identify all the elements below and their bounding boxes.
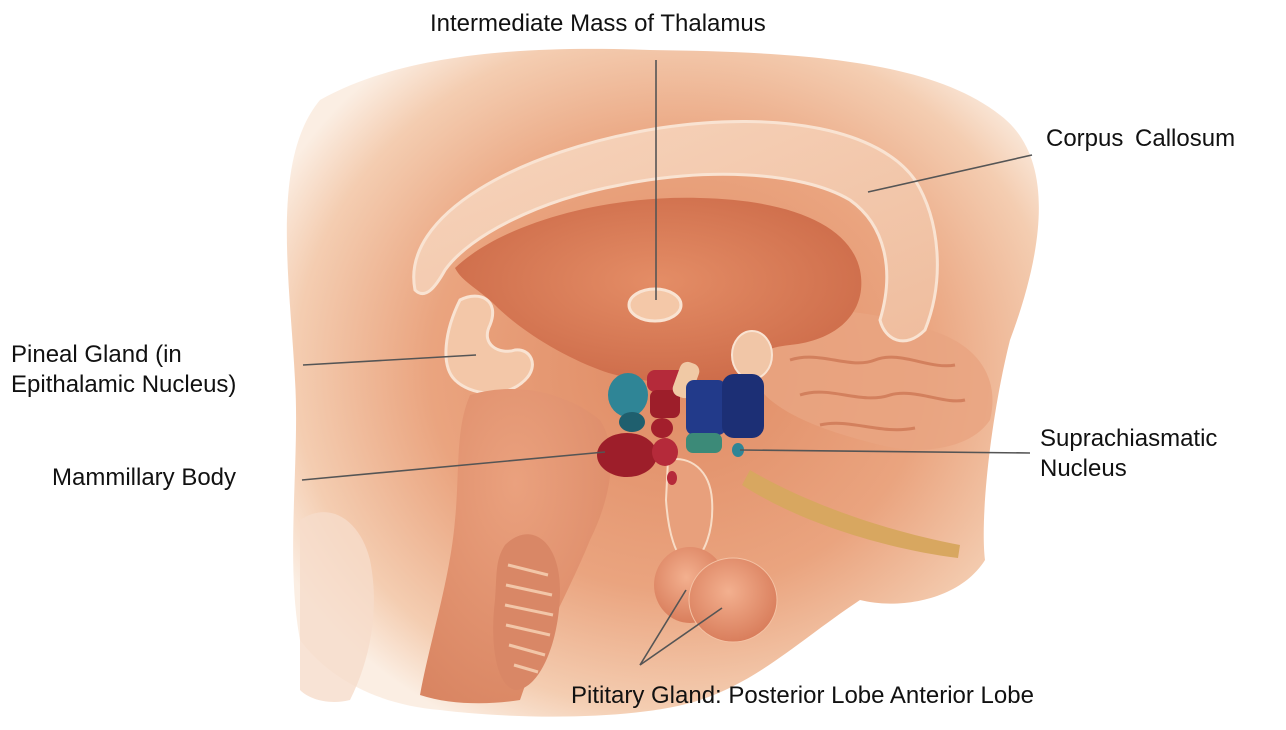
label-mammillary-body: Mammillary Body xyxy=(52,463,236,493)
mammillary-small xyxy=(652,438,678,466)
nucleus-tiny-red xyxy=(667,471,677,485)
label-suprachiasmatic-line2: Nucleus xyxy=(1040,454,1217,484)
nucleus-blue-right xyxy=(722,374,764,438)
pituitary-anterior-lobe xyxy=(689,558,777,642)
label-pineal-gland: Pineal Gland (in Epithalamic Nucleus) xyxy=(11,340,236,400)
label-pineal-line2: Epithalamic Nucleus) xyxy=(11,370,236,400)
nucleus-teal xyxy=(608,373,648,417)
nucleus-blue-large xyxy=(686,380,726,435)
nucleus-green xyxy=(686,433,722,453)
nucleus-small-red xyxy=(651,418,673,438)
label-suprachiasmatic-line1: Suprachiasmatic xyxy=(1040,424,1217,454)
intermediate-mass xyxy=(629,289,681,321)
label-corpus-callosum: Corpus Callosum xyxy=(1046,124,1235,154)
anterior-nodule xyxy=(732,331,772,379)
label-suprachiasmatic-nucleus: Suprachiasmatic Nucleus xyxy=(1040,424,1217,484)
label-pineal-line1: Pineal Gland (in xyxy=(11,340,236,370)
label-intermediate-mass: Intermediate Mass of Thalamus xyxy=(430,9,766,39)
nucleus-dark-teal xyxy=(619,412,645,432)
mammillary-body-shape xyxy=(597,433,657,477)
label-pituitary-gland: Pititary Gland: Posterior Lobe Anterior … xyxy=(571,681,1034,711)
